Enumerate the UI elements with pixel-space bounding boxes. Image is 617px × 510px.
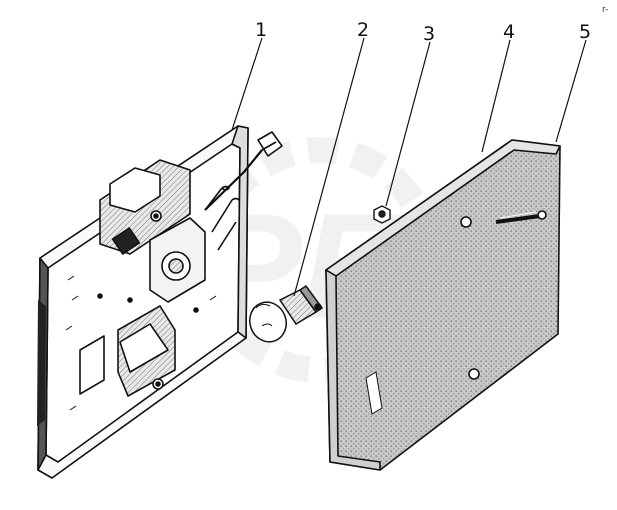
lens-cover (325, 139, 561, 471)
lamp-bulb (249, 284, 324, 343)
leader-line-2 (293, 37, 365, 297)
leader-line-4 (481, 39, 511, 153)
callout-3: 3 (423, 23, 435, 45)
callout-labels: 1 2 3 4 5 (255, 19, 591, 45)
nut (373, 205, 391, 224)
callout-2: 2 (357, 19, 369, 41)
leader-lines (231, 37, 587, 297)
leader-line-3 (385, 41, 431, 207)
callout-4: 4 (503, 21, 515, 43)
callout-5: 5 (579, 21, 591, 43)
corner-mark: r- (602, 5, 608, 15)
callout-1: 1 (255, 19, 267, 41)
lamp-housing (37, 125, 283, 479)
leader-line-5 (555, 39, 587, 143)
leader-line-1 (231, 37, 263, 131)
